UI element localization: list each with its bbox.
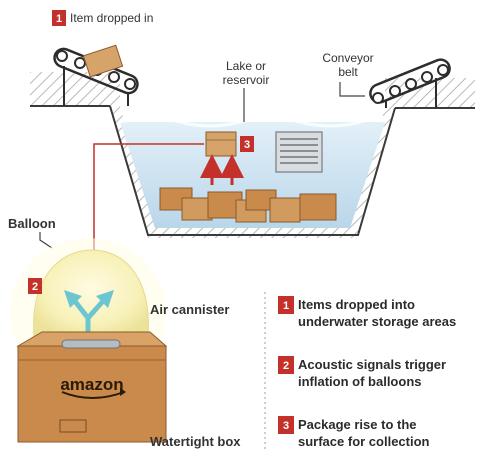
label-air-cannister: Air cannister [150, 302, 229, 317]
storage-vent [275, 131, 323, 173]
legend-item-3: 3 Package rise to the surface for collec… [278, 416, 430, 449]
conveyor-belt-right [369, 58, 451, 108]
legend-text-line1: Items dropped into [298, 297, 415, 312]
legend-number: 1 [283, 300, 289, 312]
label-conveyor-line1: Conveyor [322, 51, 373, 65]
legend-number: 2 [283, 360, 289, 372]
label-lake-line2: reservoir [223, 73, 270, 87]
badge-step-2: 2 [28, 278, 42, 294]
legend-item-1: 1 Items dropped into underwater storage … [278, 296, 456, 329]
watertight-box [16, 331, 168, 443]
legend-text-line2: underwater storage areas [298, 314, 456, 329]
svg-text:1: 1 [56, 13, 62, 25]
badge-step-1: 1 [52, 10, 66, 26]
svg-text:2: 2 [32, 281, 38, 293]
label-lake-line1: Lake or [226, 59, 266, 73]
box-brand-label: amazon [60, 375, 123, 394]
legend-text-line2: surface for collection [298, 434, 430, 449]
falling-package [82, 44, 124, 78]
label-balloon: Balloon [8, 216, 56, 231]
legend-number: 3 [283, 420, 289, 432]
rising-package [200, 131, 244, 185]
legend-text-line1: Acoustic signals trigger [298, 357, 446, 372]
submerged-packages [159, 187, 337, 223]
svg-text:3: 3 [244, 139, 250, 151]
label-watertight-box: Watertight box [150, 434, 241, 449]
label-item-dropped-in: Item dropped in [70, 11, 153, 25]
legend-text-line1: Package rise to the [298, 417, 417, 432]
legend-item-2: 2 Acoustic signals trigger inflation of … [278, 356, 446, 389]
label-conveyor-line2: belt [338, 65, 358, 79]
legend-text-line2: inflation of balloons [298, 374, 422, 389]
badge-step-3: 3 [240, 136, 254, 152]
